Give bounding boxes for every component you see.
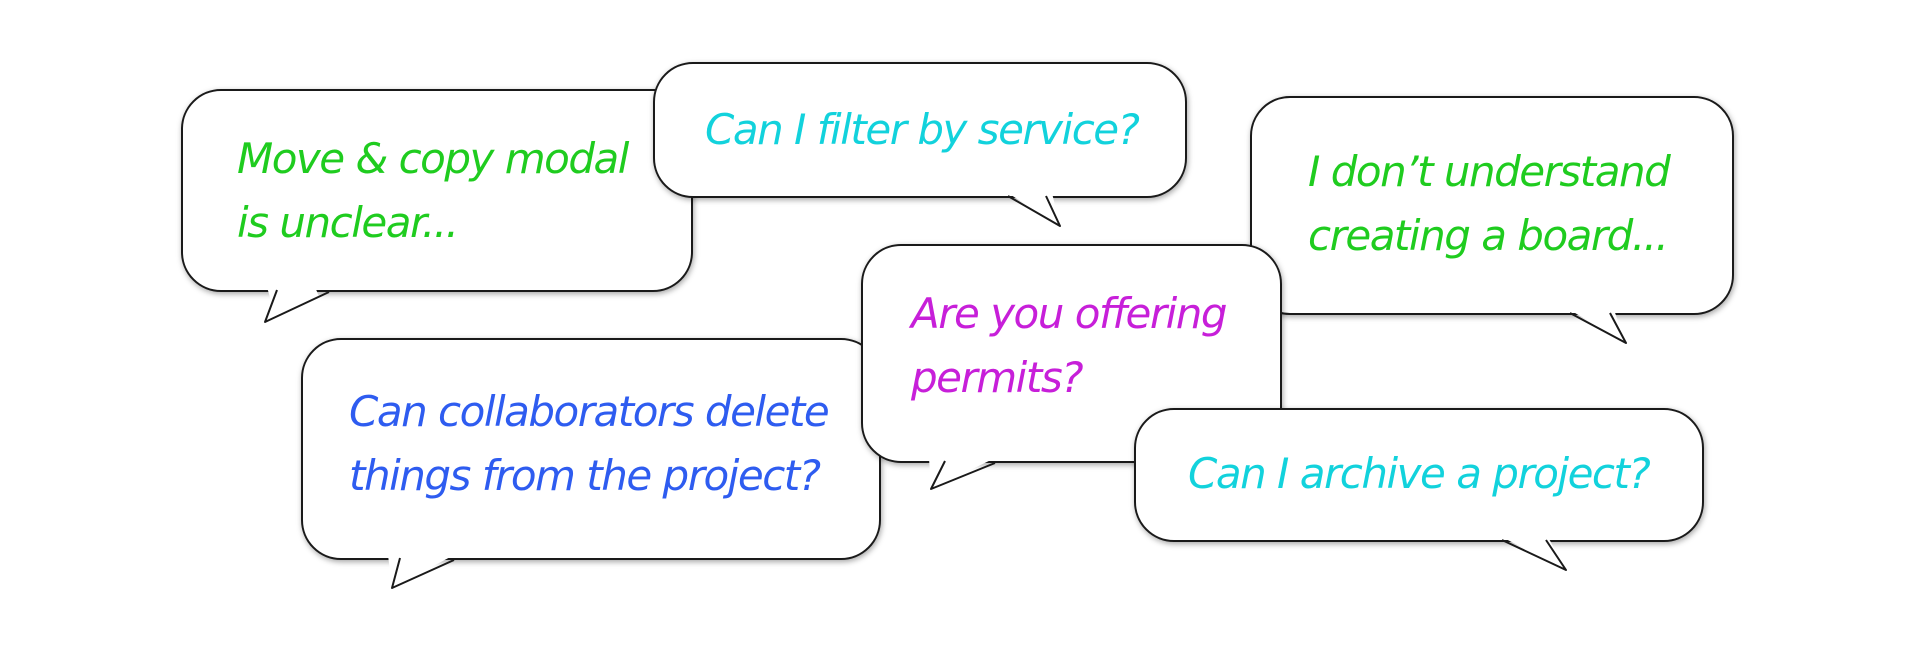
speech-bubble-filter-service: Can I filter by service? — [653, 62, 1187, 198]
speech-bubble-move-copy: Move & copy modal is unclear... — [181, 89, 693, 292]
speech-bubble-tail — [264, 287, 330, 323]
bubble-text: Can I filter by service? — [705, 105, 1140, 154]
speech-bubble-tail — [1501, 537, 1567, 571]
bubble-text: I don’t understand creating a board... — [1308, 147, 1671, 260]
speech-bubble-tail — [1569, 310, 1627, 344]
speech-bubble-offering-permits: Are you offering permits? — [861, 244, 1282, 463]
speech-bubble-tail — [929, 458, 996, 490]
speech-bubble-creating-board: I don’t understand creating a board... — [1250, 96, 1734, 315]
speech-bubble-tail — [388, 555, 455, 589]
bubble-text: Move & copy modal is unclear... — [237, 134, 629, 247]
bubble-text: Can collaborators delete things from the… — [349, 387, 830, 500]
speech-bubble-tail — [1007, 193, 1061, 227]
speech-bubble-archive-project: Can I archive a project? — [1134, 408, 1704, 542]
speech-bubble-collaborators-delete: Can collaborators delete things from the… — [301, 338, 881, 560]
bubble-text: Can I archive a project? — [1188, 449, 1651, 498]
bubble-text: Are you offering permits? — [911, 289, 1228, 402]
